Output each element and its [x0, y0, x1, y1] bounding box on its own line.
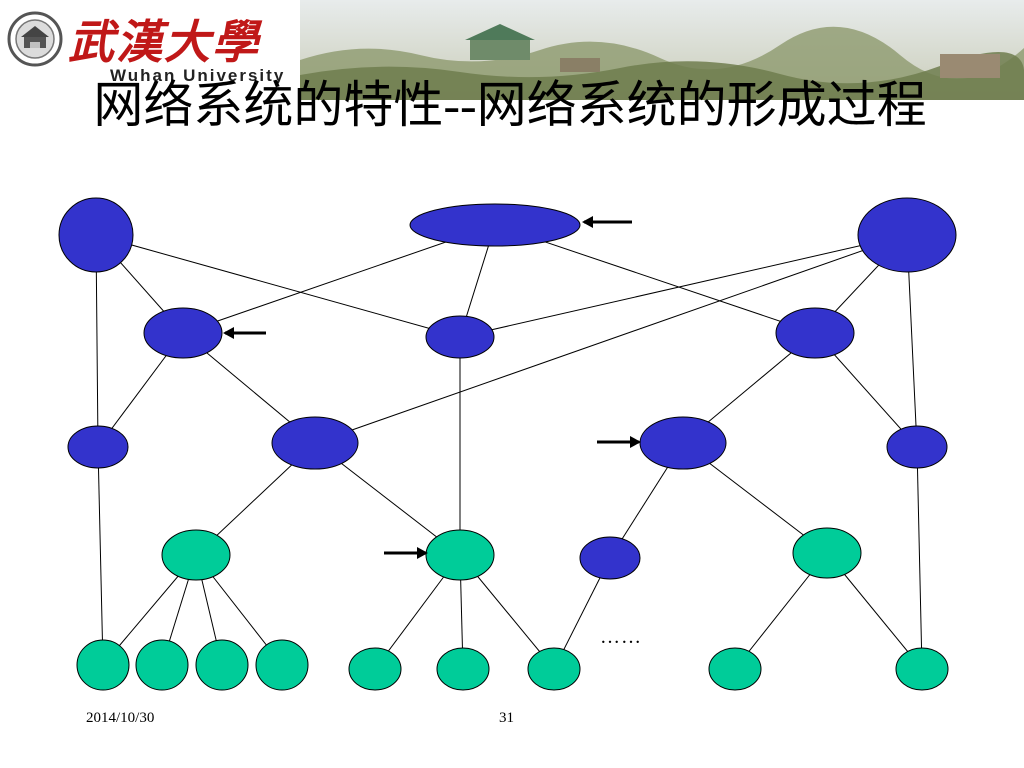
edge-c4-e9 [916, 446, 923, 670]
arrow-layer [223, 216, 641, 559]
edge-layer [95, 224, 923, 670]
node-e9 [895, 647, 949, 691]
page-number: 31 [499, 710, 514, 726]
node-e4 [255, 639, 309, 691]
edge-c1-e1 [97, 446, 104, 666]
node-b3 [775, 307, 855, 359]
arrow-d2 [384, 547, 428, 559]
node-a3 [857, 197, 957, 273]
node-a1 [58, 197, 134, 273]
arrow-b1 [223, 327, 266, 339]
university-name-cn: 武漢大學 [68, 15, 260, 69]
node-e3 [195, 639, 249, 691]
node-d4 [792, 527, 862, 579]
header-band: 武漢大學 Wuhan University [0, 0, 1024, 100]
node-a2 [409, 203, 581, 247]
node-e7 [527, 647, 581, 691]
university-logo [6, 8, 64, 75]
slide-title: 网络系统的特性--网络系统的形成过程 [93, 77, 927, 133]
edge-a2-b3 [494, 224, 816, 334]
node-e8 [708, 647, 762, 691]
edge-a1-b2 [95, 234, 461, 338]
node-b1 [143, 307, 223, 359]
node-d2 [425, 529, 495, 581]
node-e6 [436, 647, 490, 691]
node-c2 [271, 416, 359, 470]
node-layer [58, 197, 957, 691]
edge-a3-c2 [314, 234, 908, 444]
node-c1 [67, 425, 129, 469]
node-e1 [76, 639, 130, 691]
node-d1 [161, 529, 231, 581]
edge-a3-b2 [459, 234, 908, 338]
node-e2 [135, 639, 189, 691]
arrow-c3 [597, 436, 641, 448]
footer-date: 2014/10/30 [86, 710, 155, 726]
university-name-en: Wuhan University [110, 66, 286, 85]
node-c4 [886, 425, 948, 469]
node-c3 [639, 416, 727, 470]
continuation-ellipsis: …… [600, 626, 642, 648]
node-e5 [348, 647, 402, 691]
node-d3 [579, 536, 641, 580]
arrow-a2 [582, 216, 632, 228]
node-b2 [425, 315, 495, 359]
edge-a2-b1 [182, 224, 496, 334]
